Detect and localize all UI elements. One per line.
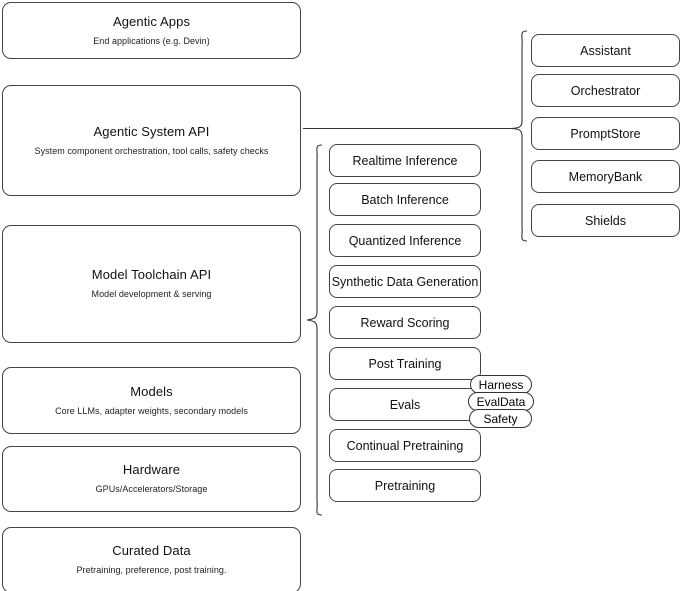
eval-pill-safety[interactable]: Safety [469, 409, 532, 428]
layer-box-agentic-system-api[interactable]: Agentic System API System component orch… [2, 85, 301, 196]
component-box-pretraining[interactable]: Pretraining [329, 469, 481, 502]
layer-box-agentic-apps[interactable]: Agentic Apps End applications (e.g. Devi… [2, 2, 301, 59]
component-box-reward-scoring[interactable]: Reward Scoring [329, 306, 481, 339]
layer-subtitle: Core LLMs, adapter weights, secondary mo… [55, 405, 248, 416]
component-label: MemoryBank [568, 169, 643, 184]
component-label: Shields [585, 213, 626, 228]
component-label: Pretraining [374, 478, 436, 493]
component-label: Synthetic Data Generation [331, 274, 479, 289]
component-box-batch-inference[interactable]: Batch Inference [329, 183, 481, 216]
layer-box-curated-data[interactable]: Curated Data Pretraining, preference, po… [2, 527, 301, 591]
component-label: Quantized Inference [348, 233, 462, 248]
component-box-quantized-inference[interactable]: Quantized Inference [329, 224, 481, 257]
component-label: Batch Inference [361, 192, 449, 207]
component-box-assistant[interactable]: Assistant [531, 34, 680, 67]
layer-subtitle: Pretraining, preference, post training. [76, 565, 227, 576]
component-label: Orchestrator [570, 83, 641, 98]
layer-box-models[interactable]: Models Core LLMs, adapter weights, secon… [2, 367, 301, 434]
component-label: Evals [389, 397, 421, 412]
layer-title: Curated Data [112, 543, 191, 559]
toolchain-components-brace [306, 144, 323, 516]
component-box-post-training[interactable]: Post Training [329, 347, 481, 380]
component-box-realtime-inference[interactable]: Realtime Inference [329, 144, 481, 177]
layer-subtitle: End applications (e.g. Devin) [93, 35, 210, 46]
layer-title: Models [130, 383, 173, 399]
eval-pill-label: Safety [483, 411, 518, 426]
component-label: Realtime Inference [352, 153, 458, 168]
layer-title: Agentic Apps [112, 13, 191, 29]
component-box-orchestrator[interactable]: Orchestrator [531, 74, 680, 107]
layer-subtitle: System component orchestration, tool cal… [34, 145, 269, 156]
layer-subtitle: GPUs/Accelerators/Storage [95, 484, 208, 495]
layer-title: Hardware [122, 462, 181, 478]
component-box-promptstore[interactable]: PromptStore [531, 117, 680, 150]
system-components-brace [511, 30, 528, 242]
component-box-shields[interactable]: Shields [531, 204, 680, 237]
eval-pill-label: Harness [478, 377, 524, 392]
layer-box-model-toolchain-api[interactable]: Model Toolchain API Model development & … [2, 225, 301, 343]
eval-pill-label: EvalData [476, 394, 526, 409]
component-label: Continual Pretraining [346, 438, 464, 453]
layer-subtitle: Model development & serving [91, 289, 212, 300]
component-box-memorybank[interactable]: MemoryBank [531, 160, 680, 193]
component-box-synthetic-data-generation[interactable]: Synthetic Data Generation [329, 265, 481, 298]
component-label: Post Training [368, 356, 442, 371]
layer-title: Model Toolchain API [91, 267, 212, 283]
layer-title: Agentic System API [93, 123, 210, 139]
component-label: PromptStore [570, 126, 641, 141]
layer-box-hardware[interactable]: Hardware GPUs/Accelerators/Storage [2, 446, 301, 512]
component-label: Assistant [580, 43, 631, 58]
component-box-continual-pretraining[interactable]: Continual Pretraining [329, 429, 481, 462]
component-box-evals[interactable]: Evals [329, 388, 481, 421]
component-label: Reward Scoring [360, 315, 450, 330]
